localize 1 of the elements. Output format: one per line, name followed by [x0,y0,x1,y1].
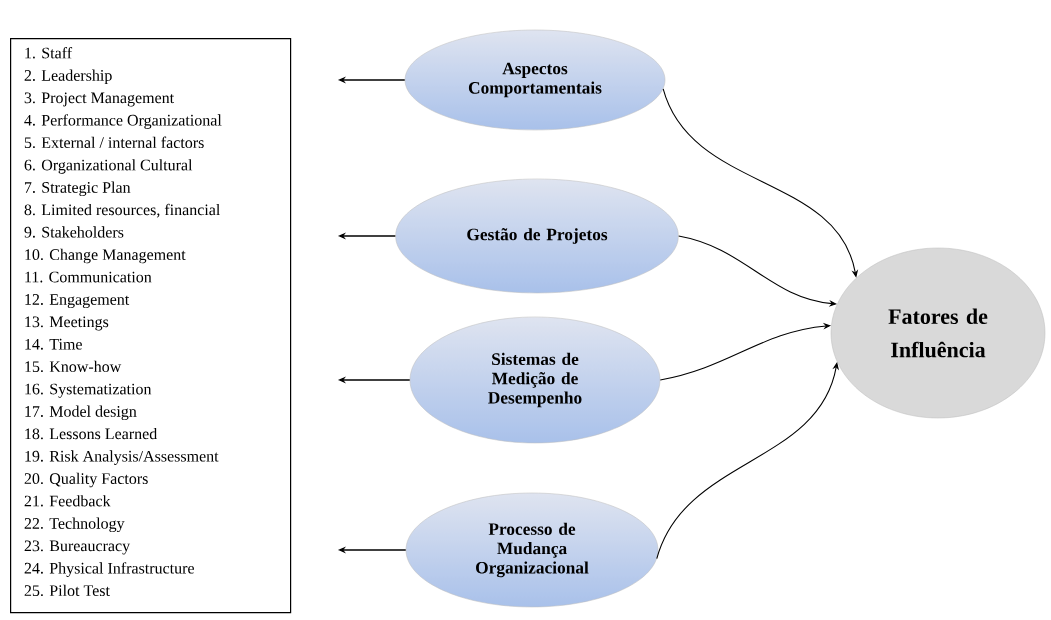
list-box: 1. Staff 2. Leadership 3. Project Management 4. Performance Organizational 5. External / internal factors 6. Organizational Cultural 7. Strategic Plan 8. Limited resources, financial 9. Stakeholders 10. Change Management 11. Communication 12. Engagement 13. Meetings 14. Time 15. Know-how 16. Systematization 17. Model design 18. Lessons Learned 19. Risk Analysis/Assessment 20. Quality Factors 21. Feedback 22. Technology 23. Bureaucracy 24. Physical Infrastructure 25. Pilot Test [10,38,292,614]
